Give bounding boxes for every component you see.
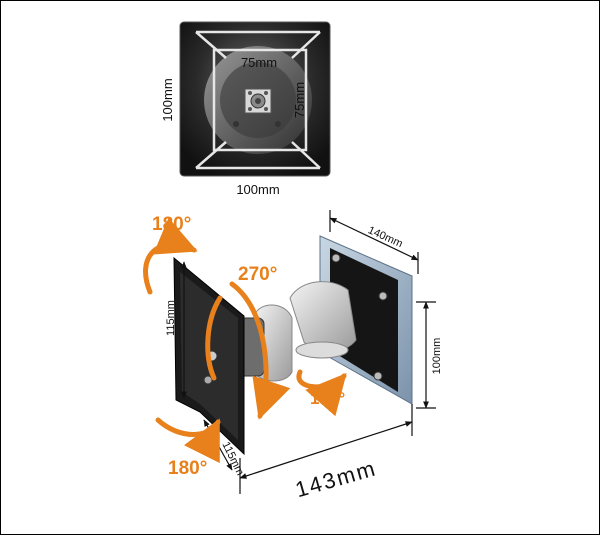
rotation-label-middle: 270° — [238, 264, 277, 285]
rotation-label-top-left: 180° — [152, 214, 191, 235]
rotation-label-bottom-left: 180° — [168, 458, 207, 479]
rotation-label-base: 180° — [310, 389, 345, 408]
monitor-plate-height-label: 115mm — [165, 300, 177, 336]
vesa-outer-height-label: 100mm — [160, 78, 175, 121]
center-hub — [233, 88, 281, 127]
rotation-arrow-top-left — [143, 217, 198, 295]
vesa-cross-bracket — [195, 30, 321, 170]
wall-bracket — [319, 235, 413, 405]
rotation-arrow-middle-back — [205, 295, 223, 381]
wall-plate-height-label: 100mm — [431, 338, 443, 375]
vesa-plate: 75mm 75mm 100mm 100mm — [160, 21, 331, 197]
hinge-block — [289, 281, 357, 353]
rotation-arrows — [143, 217, 347, 464]
vesa-inner-width-label: 75mm — [241, 55, 277, 70]
total-depth-label: 143mm — [292, 455, 379, 502]
wall-plate-width-label: 140mm — [366, 224, 404, 250]
rotation-arrow-base — [296, 369, 347, 417]
rotation-arrow-bottom-left — [155, 417, 221, 464]
vesa-outer-width-label: 100mm — [236, 182, 279, 197]
rotation-arrow-middle — [229, 281, 291, 420]
vesa-inner-height-label: 75mm — [292, 82, 307, 118]
